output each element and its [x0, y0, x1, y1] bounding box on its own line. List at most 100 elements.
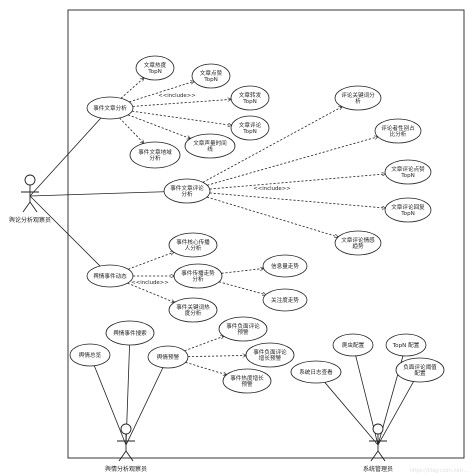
usecase-xlzs: 信息量走势 — [262, 254, 308, 278]
include-label: <<include>> — [158, 93, 196, 99]
usecase-ellipse — [173, 263, 223, 289]
usecase-label: 舆情预警 — [157, 353, 180, 361]
usecase-label: TopN — [242, 129, 257, 135]
usecase-ellipse — [86, 96, 134, 120]
usecase-ellipse — [290, 360, 342, 384]
usecase-label: 预警 — [241, 380, 253, 388]
usecase-yqdt: 舆情事件动态 — [86, 264, 134, 288]
usecase-pqpz: 爬虫配置 — [332, 333, 374, 357]
include-edge — [209, 192, 386, 208]
usecase-label: 事件文章地域 — [138, 148, 172, 156]
usecase-label: 负面评论阈值 — [403, 363, 437, 371]
usecase-ellipse — [168, 297, 218, 323]
actor-a2: 舆情分析观察员 — [105, 423, 147, 473]
include-edge — [184, 336, 224, 352]
usecase-label: 析 — [355, 97, 361, 105]
usecase-label: 文章评论 — [239, 121, 262, 129]
usecase-label: TopN — [203, 77, 218, 83]
actor-a3: 系统管理员 — [363, 423, 393, 473]
usecase-label: 事件传播走势 — [181, 269, 215, 277]
usecase-label: 系统日志查看 — [299, 368, 333, 376]
association-edge — [29, 195, 101, 267]
usecase-label: 比分析 — [390, 130, 407, 138]
usecase-ellipse — [334, 85, 382, 111]
usecase-yqlb: 舆情总览 — [69, 343, 111, 367]
include-edge — [185, 361, 227, 374]
usecase-wzfx: 事件文章分析 — [86, 96, 134, 120]
actor-leg-left — [22, 201, 31, 213]
association-edge — [93, 365, 127, 446]
usecase-label: TopN 配置 — [392, 342, 420, 349]
usecase-ellipse — [191, 63, 231, 89]
include-edge — [221, 268, 263, 274]
actor-name: 舆论分析观察员 — [9, 216, 51, 224]
include-edge — [207, 137, 378, 186]
include-edge — [209, 174, 386, 190]
usecase-ellipse — [218, 316, 268, 342]
usecase-label: 文章点赞 — [200, 69, 223, 77]
usecase-gzzs: 关注度走势 — [262, 288, 308, 312]
usecase-label: 舆情总览 — [79, 351, 102, 359]
usecase-ellipse — [135, 55, 175, 81]
usecase-label: TopN — [400, 211, 415, 217]
usecase-label: 线 — [207, 145, 213, 153]
usecase-ellipse — [230, 85, 270, 111]
usecase-label: TopN — [400, 173, 415, 179]
usecase-label: 事件文章评论 — [170, 184, 204, 192]
usecase-yqss: 舆情事件搜索 — [105, 320, 155, 346]
actor-leg-right — [125, 450, 134, 462]
usecase-label: 舆情事件动态 — [93, 272, 127, 280]
usecase-label: 文章评论情感 — [341, 236, 375, 244]
association-edge — [377, 381, 414, 446]
association-edge — [29, 117, 102, 197]
usecase-label: 分析 — [149, 154, 161, 162]
actor-leg-left — [370, 450, 379, 462]
usecase-label: 事件文章分析 — [93, 104, 127, 112]
usecase-label: 文章声量时间 — [193, 139, 227, 147]
usecase-label: 信息量走势 — [271, 262, 299, 270]
actor-leg-right — [29, 201, 38, 213]
include-edge — [131, 110, 231, 125]
include-edge — [119, 117, 144, 143]
system-boundary — [67, 9, 465, 459]
include-edge — [120, 78, 144, 99]
include-edge — [218, 281, 266, 295]
usecase-label: 事件核心传播 — [176, 238, 210, 246]
usecase-label: 文章评论点赞 — [391, 165, 425, 173]
include-label: <<include>> — [131, 280, 169, 286]
usecase-label: 事件热度增长 — [230, 374, 264, 382]
usecase-ellipse — [163, 178, 211, 204]
usecase-label: 趋势 — [352, 242, 364, 250]
include-edge — [127, 252, 174, 270]
include-label: <<include>> — [253, 186, 291, 192]
usecase-label: 预警 — [237, 328, 249, 336]
actor-leg-left — [118, 450, 127, 462]
usecase-label: 舆情事件搜索 — [113, 329, 147, 337]
actor-head — [120, 423, 132, 435]
actor-head — [372, 423, 384, 435]
usecase-ellipse — [168, 232, 218, 258]
usecase-ellipse — [222, 368, 272, 394]
include-edge — [127, 114, 190, 139]
usecase-label: 关注度走势 — [271, 296, 299, 304]
include-edge — [132, 99, 231, 107]
watermark: https://blog.csdn.net/... — [410, 468, 469, 474]
usecase-label: 增长预警 — [259, 354, 282, 362]
usecase-ellipse — [384, 197, 432, 223]
usecase-topn: TopN 配置 — [385, 333, 427, 357]
usecase-label: 度分析 — [185, 309, 202, 317]
usecase-label: 人分析 — [185, 244, 202, 252]
usecase-label: 文章转发 — [239, 91, 262, 99]
actor-name: 系统管理员 — [363, 465, 393, 473]
